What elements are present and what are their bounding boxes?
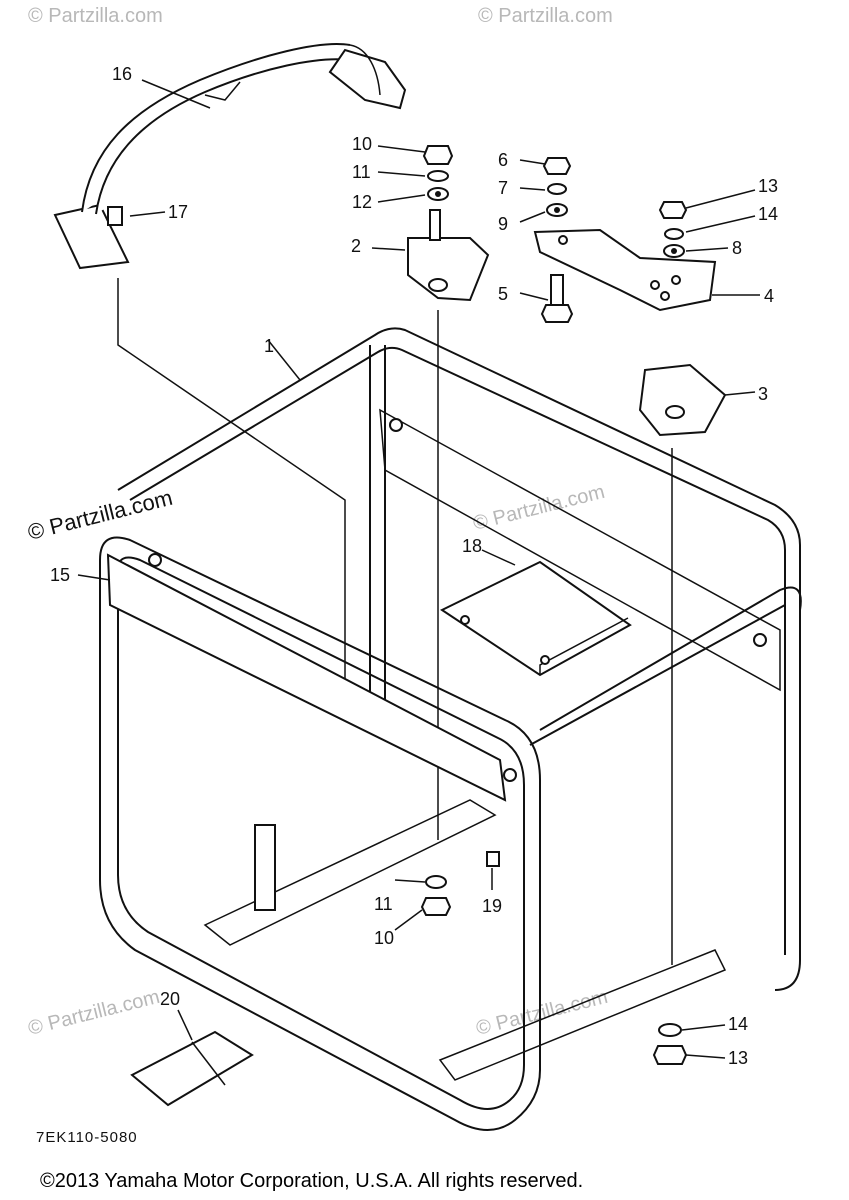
callout-16: 16 (112, 64, 132, 84)
callout-14-lower: 14 (728, 1014, 748, 1034)
callout-10-lower: 10 (374, 928, 394, 948)
callout-12: 12 (352, 192, 372, 212)
bracket-part-4 (533, 228, 717, 312)
callout-5: 5 (498, 284, 508, 304)
watermark: © Partzilla.com (474, 986, 610, 1040)
callout-6: 6 (498, 150, 508, 170)
mount-part-3 (638, 363, 727, 965)
watermark: © Partzilla.com (471, 481, 607, 535)
callout-17: 17 (168, 202, 188, 222)
callout-10: 10 (352, 134, 372, 154)
watermark: © Partzilla.com (478, 5, 613, 27)
lower-rails (203, 799, 727, 1081)
callout-11-lower: 11 (374, 894, 393, 914)
callout-3: 3 (758, 384, 768, 404)
watermark-strong: © Partzilla.com (25, 485, 175, 545)
callout-1: 1 (264, 336, 274, 356)
callout-13-lower: 13 (728, 1048, 748, 1068)
callout-8: 8 (732, 238, 742, 258)
callout-18: 18 (462, 536, 482, 556)
callout-7: 7 (498, 178, 508, 198)
callout-2: 2 (351, 236, 361, 256)
hardware (420, 145, 688, 1065)
watermark: © Partzilla.com (26, 986, 162, 1040)
callout-4: 4 (764, 286, 774, 306)
callout-13: 13 (758, 176, 778, 196)
handle-part-16 (53, 43, 407, 270)
watermark: © Partzilla.com (28, 5, 163, 27)
callout-14: 14 (758, 204, 778, 224)
callout-15: 15 (50, 565, 70, 585)
callout-labels: 1 2 3 4 5 6 7 8 9 10 11 12 13 14 15 16 1… (50, 64, 778, 1068)
callout-11: 11 (352, 162, 371, 182)
callout-19: 19 (482, 896, 502, 916)
panel-part-18 (439, 560, 632, 677)
copyright-notice: ©2013 Yamaha Motor Corporation, U.S.A. A… (40, 1170, 583, 1192)
callout-9: 9 (498, 214, 508, 234)
frame-part-1 (99, 327, 802, 1131)
pouch-part-20 (130, 1030, 254, 1107)
callout-leaders (77, 79, 760, 1059)
rail-part-15 (106, 408, 781, 802)
callout-20: 20 (160, 989, 180, 1009)
diagram-code: 7EK110-5080 (36, 1129, 138, 1146)
